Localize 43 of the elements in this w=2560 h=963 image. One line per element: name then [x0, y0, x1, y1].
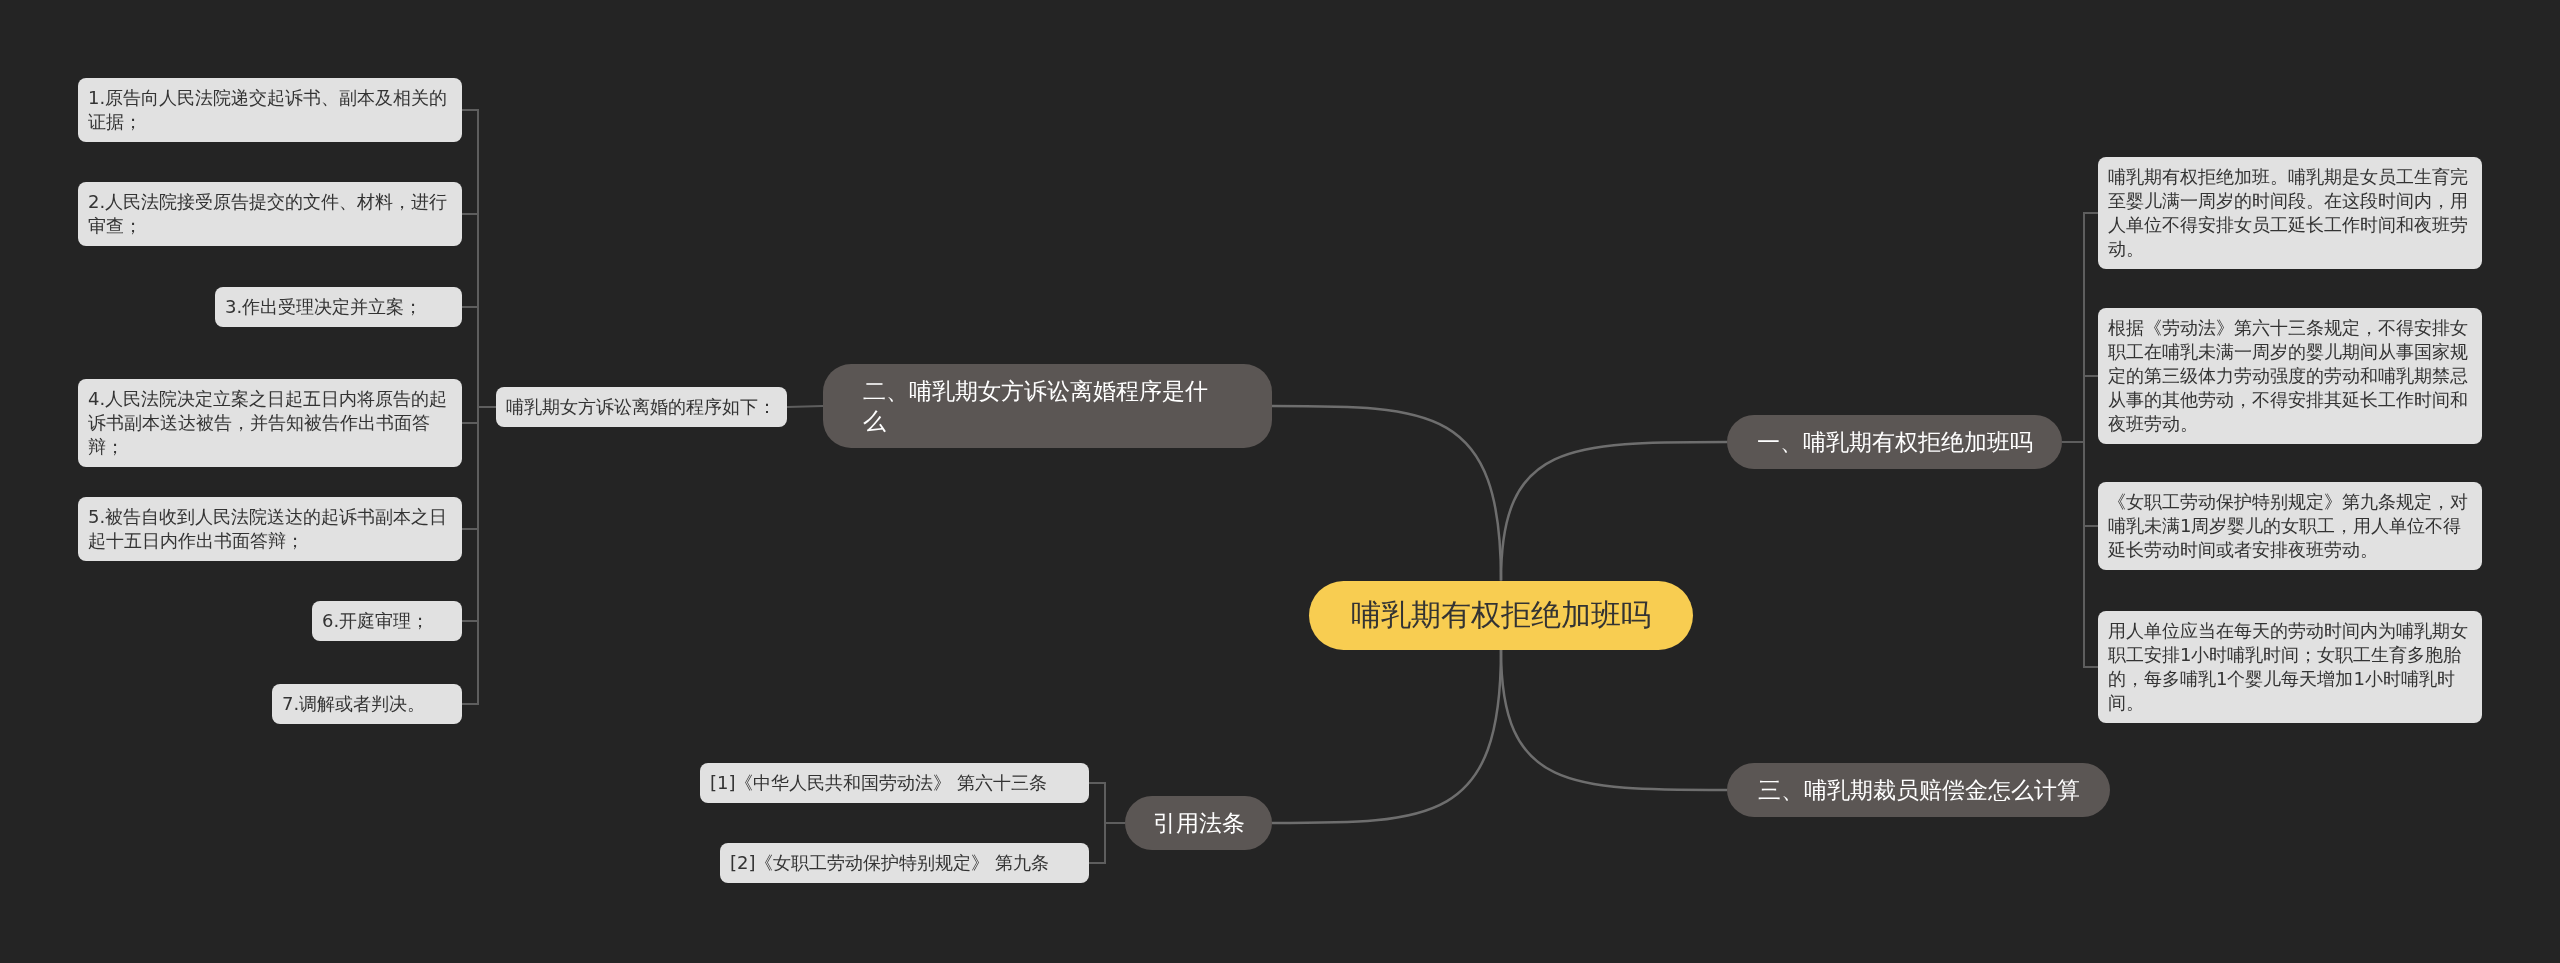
connector-line [461, 406, 497, 705]
topic-text: [1]《中华人民共和国劳动法》 第六十三条 [710, 771, 1048, 795]
topic-text: 3.作出受理决定并立案； [225, 295, 423, 319]
note-card [312, 601, 462, 641]
note-card [215, 287, 462, 327]
topic-text: 6.开庭审理； [322, 609, 430, 633]
topic-text: 三、哺乳期裁员赔偿金怎么计算 [1757, 776, 2080, 805]
note-card [2098, 157, 2482, 269]
topic-text: 哺乳期有权拒绝加班吗 [1351, 595, 1651, 634]
topic-text: 哺乳期女方诉讼离婚的程序如下： [506, 395, 776, 419]
connector-line [786, 405, 824, 408]
connector-line [2061, 441, 2099, 668]
note-card [78, 497, 462, 561]
topic-text: 引用法条 [1152, 809, 1245, 838]
note-card [78, 78, 462, 142]
topic-text: 一、哺乳期有权拒绝加班吗 [1756, 428, 2033, 457]
topic-text: 7.调解或者判决。 [282, 692, 426, 716]
connector-line [1088, 822, 1126, 864]
topic-text: 二、哺乳期女方诉讼离婚程序是什么 [863, 377, 1209, 436]
topic-pill [1727, 763, 2110, 817]
topic-text: 哺乳期有权拒绝加班。哺乳期是女员工生育完至婴儿满一周岁的时间段。在这段时间内，用人单位不得安排女员工延长工作时间和夜班劳动。 [2108, 165, 2469, 261]
topic-text: 《女职工劳动保护特别规定》第九条规定，对哺乳未满1周岁婴儿的女职工，用人单位不得延长劳动时间或者安排夜班劳动。 [2108, 490, 2469, 562]
topic-text: 4.人民法院决定立案之日起五日内将原告的起诉书副本送达被告，并告知被告作出书面答辩； [88, 387, 449, 459]
note-card [700, 763, 1089, 803]
topic-pill [1727, 415, 2062, 469]
topic-text: [2]《女职工劳动保护特别规定》 第九条 [730, 851, 1050, 875]
note-card [2098, 482, 2482, 570]
topic-text: 5.被告自收到人民法院送达的起诉书副本之日起十五日内作出书面答辩； [88, 505, 449, 553]
topic-pill [823, 364, 1272, 448]
note-card [2098, 308, 2482, 444]
topic-text: 1.原告向人民法院递交起诉书、副本及相关的证据； [88, 86, 449, 134]
topic-text: 用人单位应当在每天的劳动时间内为哺乳期女职工安排1小时哺乳时间；女职工生育多胞胎的，每多哺乳1个婴儿每天增加1小时哺乳时间。 [2108, 619, 2469, 715]
topic-text: 根据《劳动法》第六十三条规定，不得安排女职工在哺乳未满一周岁的婴儿期间从事国家规定的第三级体力劳动强度的劳动和哺乳期禁忌从事的其他劳动，不得安排其延长工作时间和夜班劳动。 [2108, 316, 2469, 436]
connector-line [1272, 404, 1503, 581]
topic-pill [1125, 796, 1272, 850]
topic-text: 2.人民法院接受原告提交的文件、材料，进行审查； [88, 190, 449, 238]
connector-line [1272, 649, 1503, 825]
note-card [2098, 611, 2482, 723]
note-card [272, 684, 462, 724]
note-card [78, 182, 462, 246]
note-card [720, 843, 1089, 883]
note-card [496, 387, 787, 427]
note-card [78, 379, 462, 467]
